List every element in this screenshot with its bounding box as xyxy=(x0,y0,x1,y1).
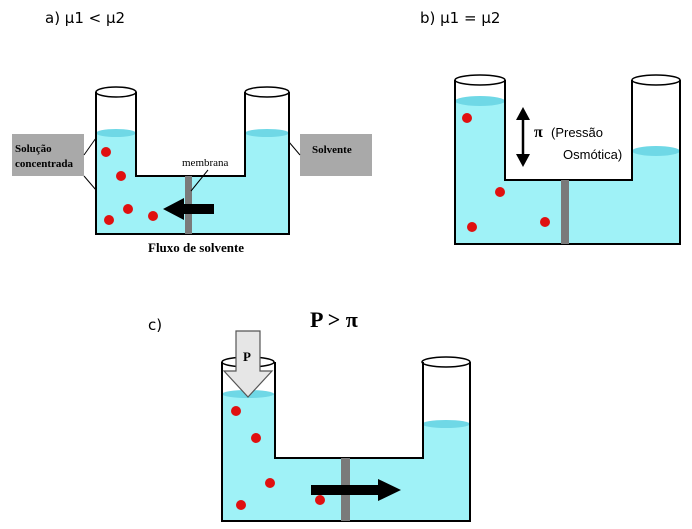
panel-c-right-surface xyxy=(422,420,470,428)
panel-b-arrow-up-head xyxy=(516,107,530,120)
panel-b-left-surface xyxy=(455,96,505,106)
panel-c-right-tube-rim xyxy=(422,357,470,367)
panel-a-label-left-line1: Solução xyxy=(15,143,52,155)
panel-b-arrow-down-head xyxy=(516,154,530,167)
panel-a-label-right-pointer xyxy=(289,142,300,155)
panel-a: a) μ1 < μ2 membrana Fluxo de solvente So… xyxy=(12,9,372,255)
panel-c-particle xyxy=(236,500,246,510)
panel-a-particle xyxy=(123,204,133,214)
panel-a-flow-label: Fluxo de solvente xyxy=(148,240,244,255)
panel-b-pressure-line2: Osmótica) xyxy=(563,147,622,162)
panel-c-piston-arrow xyxy=(224,331,272,397)
panel-a-particle xyxy=(116,171,126,181)
panel-b-particle xyxy=(462,113,472,123)
panel-b-pi-symbol: π xyxy=(534,124,543,141)
panel-b-caption: b) μ1 = μ2 xyxy=(420,9,500,27)
panel-a-left-surface xyxy=(96,129,136,137)
panel-c-title: P > π xyxy=(310,307,358,332)
panel-c-particle xyxy=(231,406,241,416)
panel-a-membrane-label: membrana xyxy=(182,157,229,169)
panel-a-particle xyxy=(148,211,158,221)
panel-c: c) P > π P xyxy=(148,307,470,521)
panel-c-vessel-inner xyxy=(275,362,423,458)
panel-a-caption: a) μ1 < μ2 xyxy=(45,9,125,27)
panel-a-water xyxy=(96,133,289,234)
panel-b-particle xyxy=(495,187,505,197)
panel-a-right-surface xyxy=(245,129,289,137)
panel-b-particle xyxy=(467,222,477,232)
panel-a-left-tube-rim xyxy=(96,87,136,97)
panel-a-label-left-line2: concentrada xyxy=(15,158,74,170)
panel-c-piston-label: P xyxy=(243,349,251,364)
panel-b-right-tube-rim xyxy=(632,75,680,85)
panel-b-membrane xyxy=(561,180,569,244)
panel-b-right-surface xyxy=(632,146,680,156)
panel-c-particle xyxy=(265,478,275,488)
panel-c-caption: c) xyxy=(148,316,162,334)
panel-b: b) μ1 = μ2 π (Pressão Osmótica) xyxy=(420,9,680,244)
panel-a-label-right: Solvente xyxy=(312,144,352,156)
panel-a-right-tube-rim xyxy=(245,87,289,97)
panel-a-label-left-pointer xyxy=(84,138,96,155)
panel-b-pressure-line1: (Pressão xyxy=(551,125,603,140)
panel-b-particle xyxy=(540,217,550,227)
panel-b-left-tube-rim xyxy=(455,75,505,85)
panel-a-particle xyxy=(101,147,111,157)
panel-c-particle xyxy=(315,495,325,505)
panel-a-particle xyxy=(104,215,114,225)
panel-c-particle xyxy=(251,433,261,443)
